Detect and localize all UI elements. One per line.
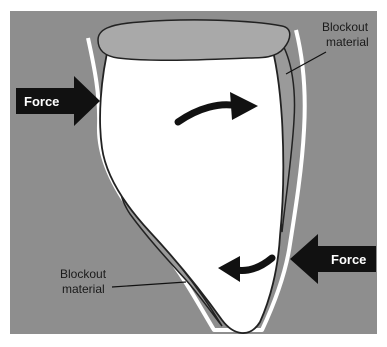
blockout-label-top-line2: material bbox=[326, 35, 369, 49]
blockout-label-top: Blockout material bbox=[322, 20, 371, 49]
blockout-label-bottom: Blockout material bbox=[60, 267, 109, 296]
blockout-label-bottom-line2: material bbox=[62, 282, 105, 296]
blockout-label-top-line1: Blockout bbox=[322, 20, 369, 34]
force-label-right: Force bbox=[331, 252, 366, 267]
crown-cap bbox=[98, 20, 290, 60]
blockout-label-bottom-line1: Blockout bbox=[60, 267, 107, 281]
force-label-left: Force bbox=[24, 94, 59, 109]
